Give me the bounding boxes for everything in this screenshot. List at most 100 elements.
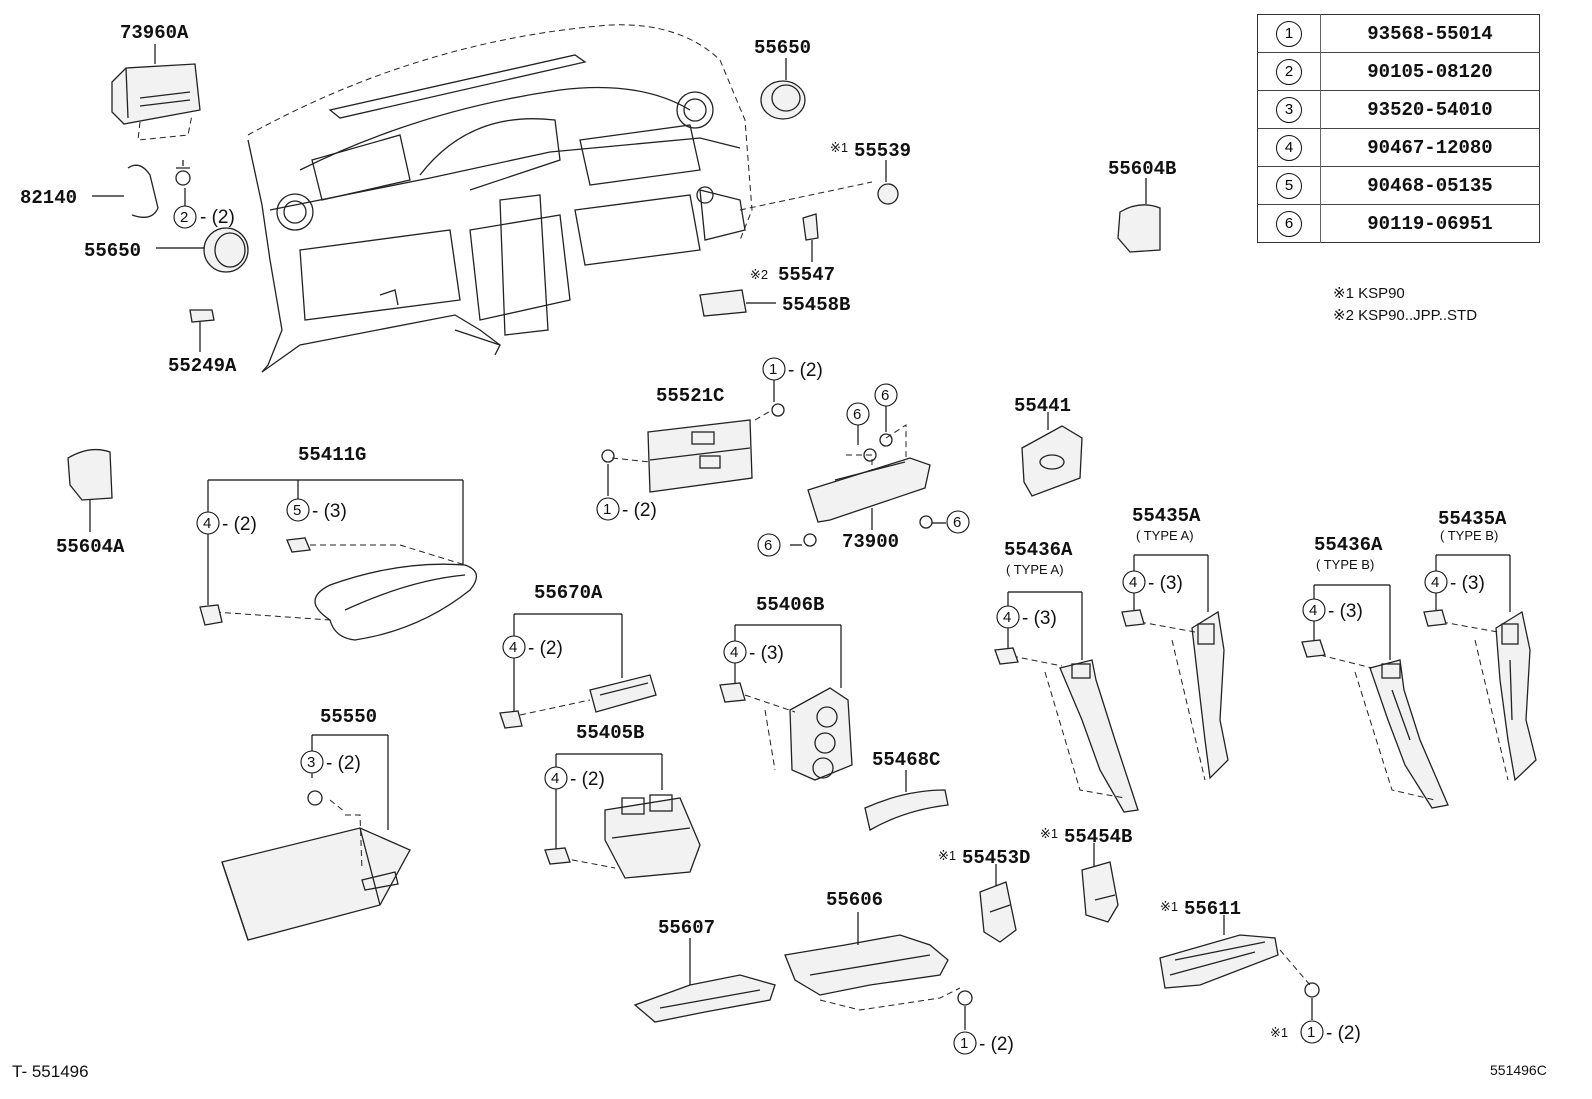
- svg-text:- (3): - (3): [1328, 601, 1363, 622]
- legend-row: 3 93520-54010: [1257, 90, 1540, 129]
- callout-4-qty-2-c: 4 - (2): [544, 766, 605, 790]
- callout-5-qty-3: 5 - (3): [286, 498, 347, 522]
- legend-callout-number: 3: [1276, 96, 1302, 123]
- legend-callout-number: 6: [1276, 210, 1302, 237]
- label-55604B: 55604B: [1108, 158, 1176, 180]
- svg-text:1: 1: [960, 1035, 968, 1052]
- svg-text:6: 6: [953, 514, 961, 531]
- legend-callout-number: 1: [1276, 20, 1302, 47]
- callout-4-qty-3-b: 4 - (3): [996, 605, 1057, 629]
- part-55539-shape: [739, 160, 899, 211]
- label-55650-left: 55650: [84, 240, 141, 262]
- callout-6-b: 6: [874, 383, 898, 407]
- callout-4-qty-2-b: 4 - (2): [502, 635, 563, 659]
- label-55436A-typeB: 55436A: [1314, 534, 1383, 556]
- part-55547-shape: [802, 213, 819, 262]
- legend-part-number: 93568-55014: [1367, 22, 1493, 45]
- label-55468C: 55468C: [872, 749, 940, 771]
- legend-callout-number: 4: [1276, 134, 1302, 161]
- part-55606-shape: [784, 912, 973, 1030]
- label-55606: 55606: [826, 889, 883, 911]
- svg-text:- (3): - (3): [1148, 573, 1183, 594]
- part-55435A-typeB-shape: [1423, 554, 1537, 782]
- callout-6-a: 6: [846, 402, 870, 426]
- svg-text:※1: ※1: [938, 848, 956, 863]
- label-82140: 82140: [20, 187, 77, 209]
- note-2: ※2 KSP90..JPP..STD: [1333, 307, 1478, 324]
- svg-text:4: 4: [1129, 574, 1137, 591]
- svg-text:- (3): - (3): [1022, 608, 1057, 629]
- part-55650-top-shape: [760, 58, 806, 120]
- part-55550-shape: [221, 734, 411, 941]
- part-55604A-shape: [67, 448, 113, 532]
- legend-part-number: 93520-54010: [1320, 90, 1540, 129]
- svg-text:※1: ※1: [830, 140, 848, 155]
- label-55550: 55550: [320, 706, 377, 728]
- svg-text:- (2): - (2): [979, 1034, 1014, 1055]
- label-55521C: 55521C: [656, 385, 724, 407]
- part-55406B-shape: [719, 624, 853, 781]
- svg-text:- (2): - (2): [570, 769, 605, 790]
- part-55670A-shape: [499, 613, 657, 729]
- svg-text:3: 3: [307, 754, 315, 771]
- svg-text:1: 1: [603, 501, 611, 518]
- part-55435A-typeA-shape: [1121, 554, 1229, 781]
- svg-text:4: 4: [1431, 574, 1439, 591]
- label-55454B: 55454B: [1064, 826, 1132, 848]
- svg-text:( TYPE B): ( TYPE B): [1440, 528, 1498, 543]
- svg-text:1: 1: [1307, 1024, 1315, 1041]
- svg-text:6: 6: [764, 537, 772, 554]
- label-55436A-typeA: 55436A: [1004, 539, 1073, 561]
- svg-text:4: 4: [730, 644, 738, 661]
- part-55607-shape: [633, 938, 776, 1023]
- label-55611: 55611: [1184, 898, 1241, 920]
- svg-text:- (2): - (2): [528, 638, 563, 659]
- callout-1-qty-2-top: 1 - (2): [762, 357, 823, 381]
- legend-callout-number: 5: [1276, 172, 1302, 199]
- svg-text:2: 2: [180, 209, 188, 226]
- part-55521C-shape: [601, 380, 785, 496]
- svg-text:- (2): - (2): [1326, 1023, 1361, 1044]
- note-1: ※1 KSP90: [1333, 285, 1405, 302]
- svg-text:- (3): - (3): [749, 643, 784, 664]
- svg-text:- (2): - (2): [222, 514, 257, 535]
- legend-part-number: 90105-08120: [1320, 52, 1540, 91]
- label-55453D: 55453D: [962, 847, 1030, 869]
- part-55249A-shape: [189, 309, 215, 352]
- svg-text:- (2): - (2): [788, 360, 823, 381]
- svg-text:4: 4: [203, 515, 211, 532]
- svg-text:※1: ※1: [1040, 826, 1058, 841]
- legend-part-number: 90119-06951: [1320, 204, 1540, 243]
- part-55436A-typeA-shape: [994, 591, 1139, 813]
- part-55453D-shape: [979, 864, 1017, 943]
- svg-text:( TYPE A): ( TYPE A): [1136, 528, 1194, 543]
- callout-1-qty-2-bottom: 1 - (2): [596, 497, 657, 521]
- screw-icon: [175, 160, 191, 206]
- callout-6-c: 6: [757, 533, 781, 557]
- callout-6-d: 6: [946, 510, 970, 534]
- label-55435A-typeB: 55435A: [1438, 508, 1507, 530]
- part-55650-left-shape: [156, 227, 249, 273]
- svg-text:6: 6: [853, 406, 861, 423]
- part-55436A-typeB-shape: [1301, 584, 1449, 809]
- svg-text:4: 4: [551, 770, 559, 787]
- svg-text:- (2): - (2): [622, 500, 657, 521]
- svg-text:( TYPE B): ( TYPE B): [1316, 557, 1374, 572]
- part-55405B-shape: [544, 753, 701, 879]
- label-55607: 55607: [658, 917, 715, 939]
- legend-part-number: 90468-05135: [1320, 166, 1540, 205]
- svg-text:6: 6: [881, 387, 889, 404]
- label-55435A-typeA: 55435A: [1132, 505, 1201, 527]
- svg-text:4: 4: [1003, 609, 1011, 626]
- svg-text:( TYPE A): ( TYPE A): [1006, 562, 1064, 577]
- svg-text:1: 1: [769, 361, 777, 378]
- footer-left: T- 551496: [12, 1062, 89, 1081]
- svg-text:5: 5: [293, 502, 301, 519]
- part-55454B-shape: [1081, 843, 1119, 923]
- label-55405B: 55405B: [576, 722, 644, 744]
- legend-row: 1 93568-55014: [1257, 14, 1540, 53]
- callout-4-qty-3-d: 4 - (3): [1302, 598, 1363, 622]
